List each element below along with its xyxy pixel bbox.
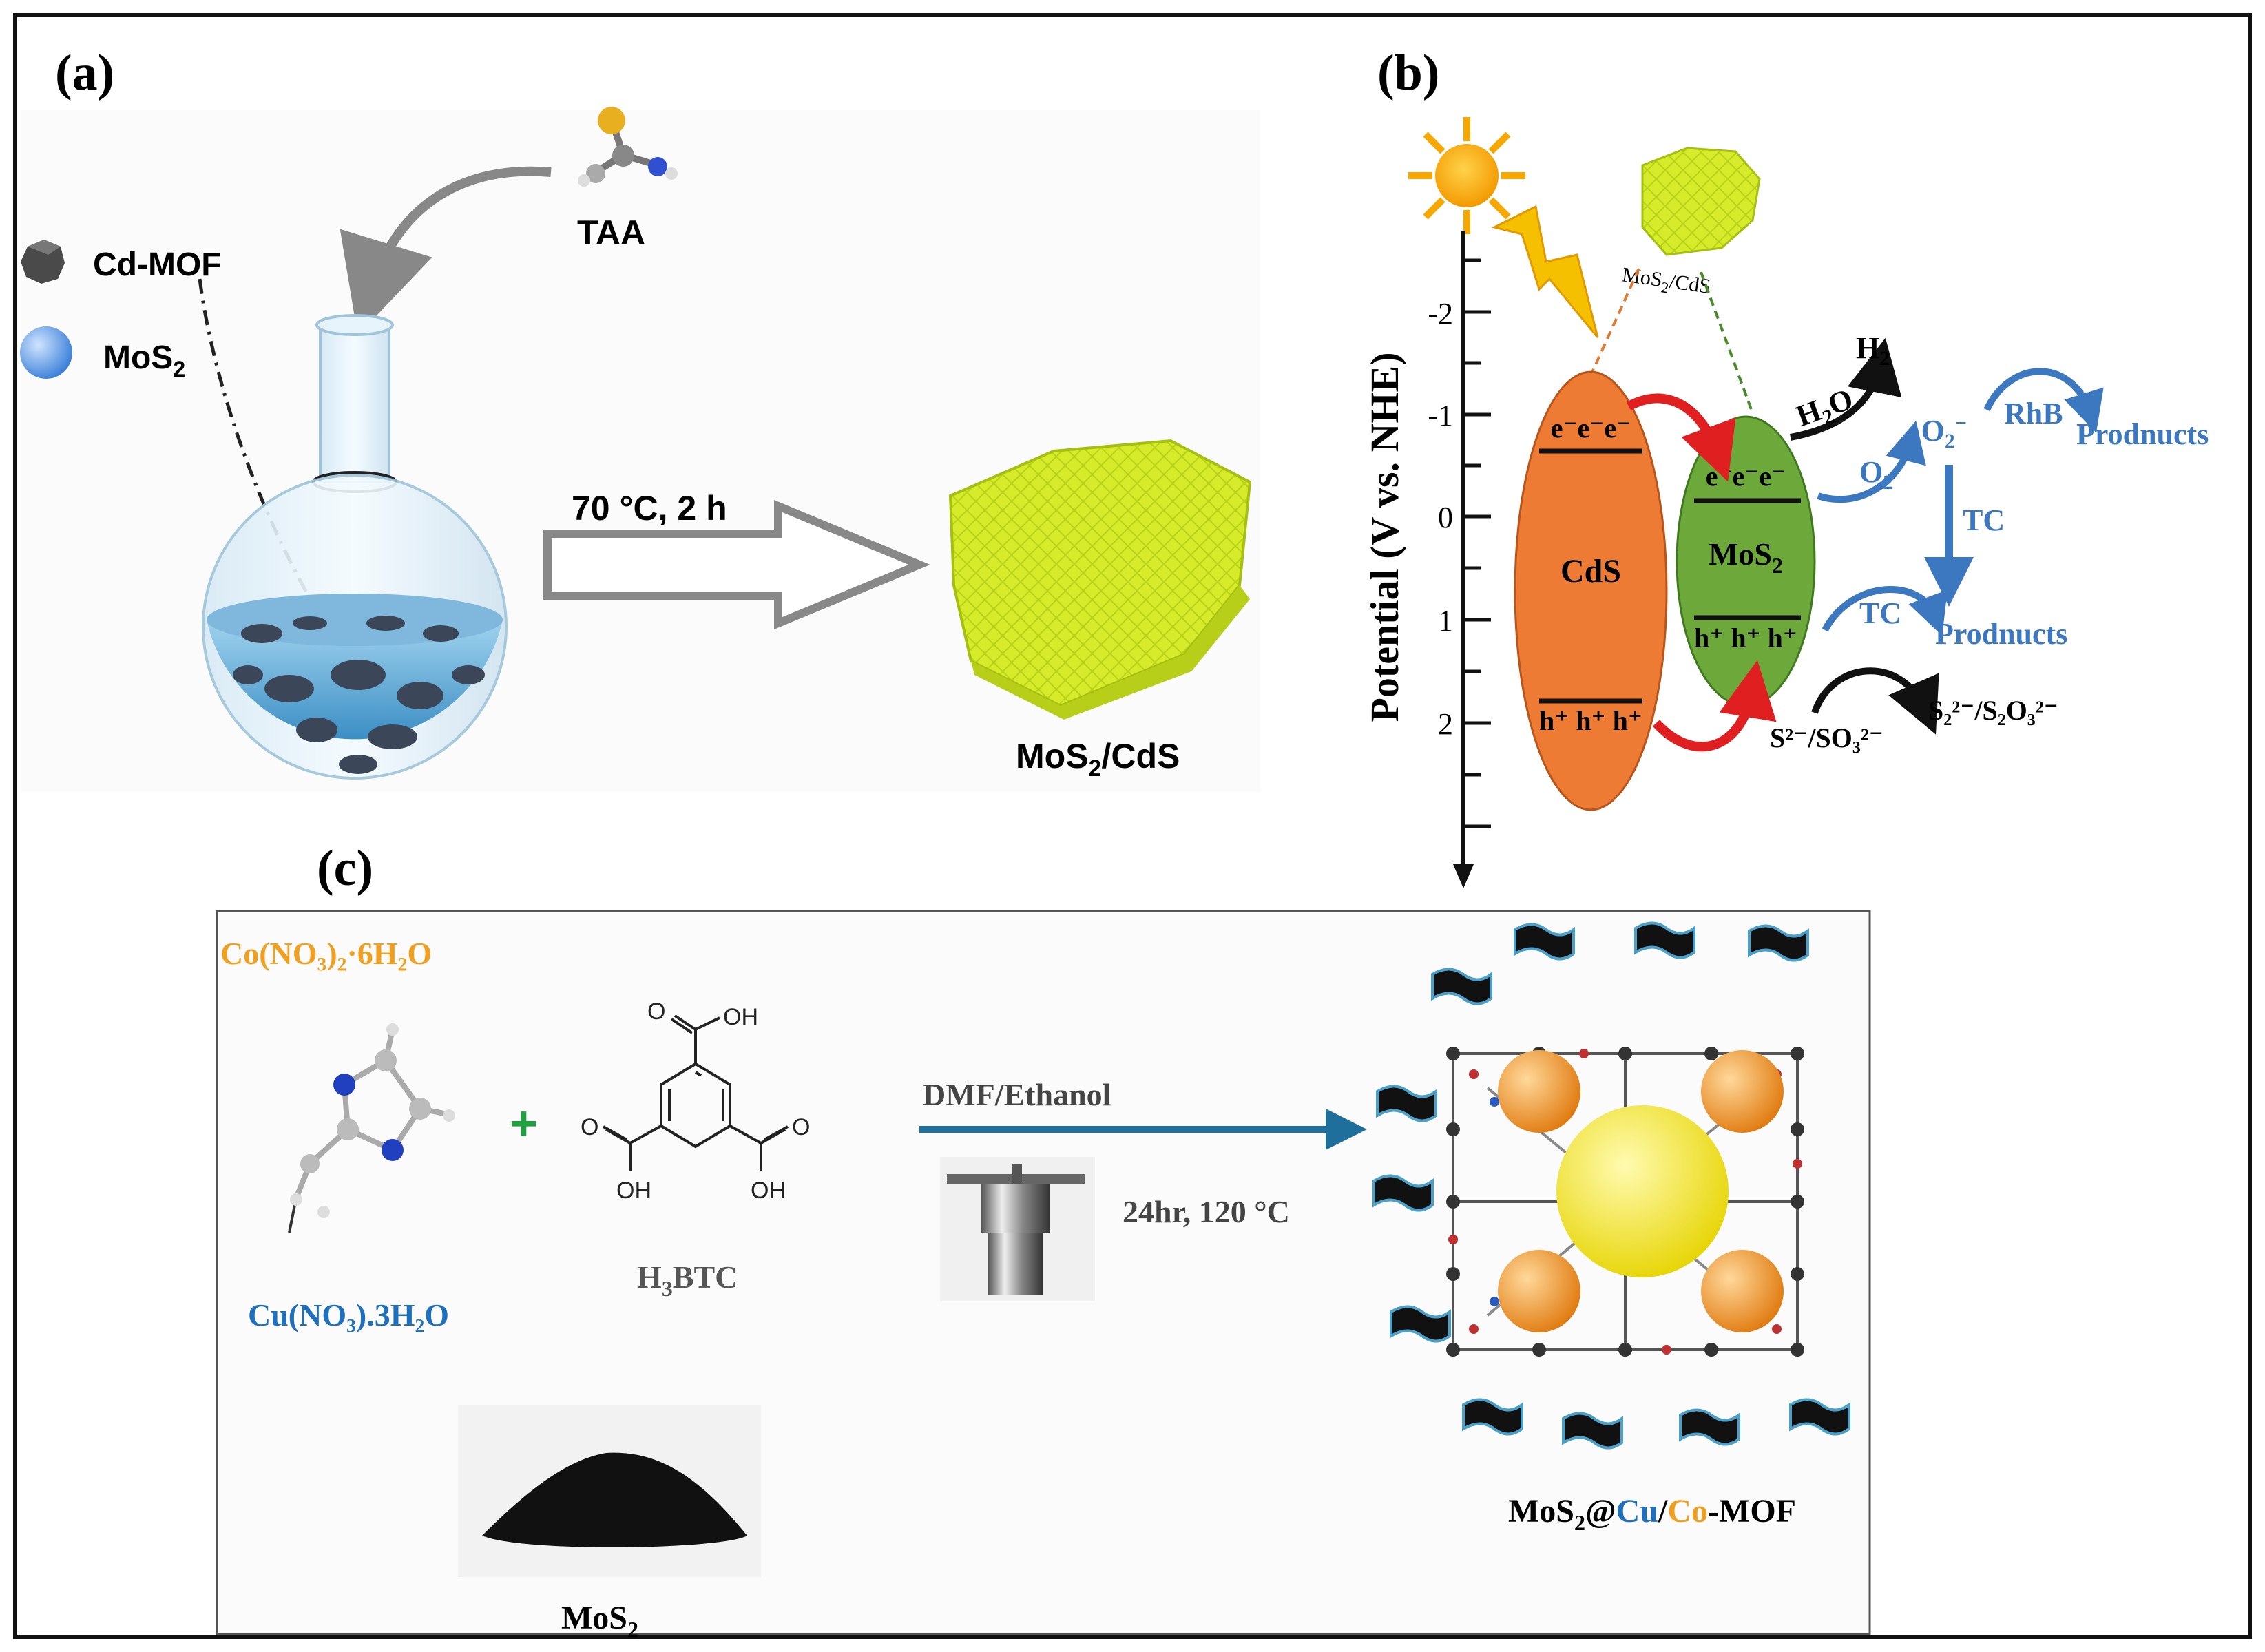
crystal-caption: MoS2/CdS: [1620, 263, 1713, 302]
reaction-arrow: [543, 500, 930, 629]
superoxide-label: ·O2−: [1911, 412, 1967, 452]
reaction-condition: 70 °C, 2 h: [572, 489, 727, 527]
autoclave-icon: [940, 1157, 1095, 1301]
cds-electrons: e⁻e⁻e⁻: [1551, 412, 1631, 443]
figure-frame: [13, 13, 2252, 1639]
tick-label-minus1: -1: [1428, 399, 1453, 432]
crystal-guide-orange: [1589, 268, 1640, 376]
cu-salt-label: Cu(NO₃).3H₂O: [248, 1297, 449, 1332]
mos2-label: MoS2: [1709, 536, 1783, 578]
cd-mof-legend-icon: [21, 240, 65, 284]
btc-oh-top: OH: [723, 1004, 758, 1030]
tick-label-minus2: -2: [1428, 297, 1453, 331]
imidazole-molecule-icon: [288, 1023, 455, 1233]
btc-o-right: O: [792, 1114, 810, 1140]
plus-sign: +: [510, 1096, 538, 1150]
hole-transfer-arrow: [1652, 660, 1777, 752]
sacrificial-left-label: S²⁻/SO₃²⁻: [1770, 722, 1883, 753]
mos2-cds-product-label: MoS2/CdS: [1016, 737, 1180, 782]
tick-label-2: 2: [1438, 707, 1453, 741]
tc-label-left: TC: [1859, 596, 1901, 630]
cds-label: CdS: [1561, 553, 1621, 589]
mof-product-label: MoS2@Cu/Co-MOF: [1508, 1493, 1796, 1535]
tick-label-0: 0: [1438, 501, 1453, 534]
small-crystal-icon: [1641, 147, 1761, 256]
mos2-powder-label: MoS2: [561, 1600, 638, 1642]
flask-particles: [233, 616, 485, 774]
mos2-cds-crystal-icon: [948, 439, 1252, 720]
products-label-1: Prodnucts: [2076, 417, 2209, 451]
mos2-powder-icon: [482, 1452, 747, 1547]
mos2-holes: h⁺ h⁺ h⁺: [1694, 623, 1797, 654]
taa-addition-arrow: [340, 166, 552, 335]
sacrificial-arrow: [1811, 667, 1939, 735]
cd-mof-legend-label: Cd-MOF: [93, 247, 222, 283]
panel-c-label: (c): [317, 840, 373, 897]
mos2-legend-icon: [20, 326, 72, 379]
tc-label-down: TC: [1963, 503, 2005, 537]
h3btc-structure-icon: [603, 1014, 789, 1171]
autoclave-condition: 24hr, 120 °C: [1123, 1194, 1290, 1229]
mos2-flake-icons: [1372, 921, 1850, 1450]
o2-label: O2: [1859, 455, 1893, 494]
h2-evolution-arrow: [1790, 337, 1902, 441]
h3btc-label: H3BTC: [637, 1259, 738, 1301]
tc-oxidation-arrow: [1822, 586, 1948, 636]
sun-icon: [1408, 117, 1525, 234]
panel-b-label: (b): [1377, 45, 1439, 101]
panel-c: (c) Co(NO₃)₂·6H₂O: [216, 840, 1871, 1642]
panel-a-label: (a): [55, 45, 114, 101]
solvent-label: DMF/Ethanol: [923, 1077, 1111, 1112]
panel-b: (b): [1362, 45, 2209, 888]
electron-transfer-arrow: [1626, 393, 1736, 482]
rhb-label: RhB: [2004, 397, 2063, 430]
btc-oh-left: OH: [616, 1178, 651, 1204]
btc-oh-right: OH: [751, 1178, 786, 1204]
mos2-legend-label: MoS2: [103, 339, 185, 381]
panel-a: (a) TAA Cd-MOF MoS2: [20, 45, 1260, 792]
co-salt-label: Co(NO₃)₂·6H₂O: [220, 936, 432, 971]
lightning-icon: [1491, 205, 1599, 338]
axis-title: Potential (V vs. NHE): [1362, 352, 1407, 722]
rhb-degradation-arrow: [1983, 368, 2104, 433]
mof-framework-icon: [1446, 1047, 1804, 1357]
tick-label-1: 1: [1438, 604, 1453, 638]
products-label-2: Prodnucts: [1935, 617, 2067, 651]
cds-holes: h⁺ h⁺ h⁺: [1539, 705, 1642, 736]
mos2-electrons: e⁻e⁻e⁻: [1706, 461, 1786, 492]
btc-o-top: O: [647, 998, 665, 1025]
crystal-guide-green: [1700, 271, 1754, 414]
sacrificial-right-label: S₂²⁻/S₂O₃²⁻: [1928, 695, 2058, 726]
o2-reduction-arrow: [1817, 420, 1926, 503]
btc-o-left: O: [581, 1114, 598, 1140]
taa-molecule-icon: [578, 107, 678, 187]
taa-label: TAA: [577, 213, 645, 252]
h2-label: H2: [1856, 331, 1890, 370]
potential-axis: [1453, 231, 1491, 888]
